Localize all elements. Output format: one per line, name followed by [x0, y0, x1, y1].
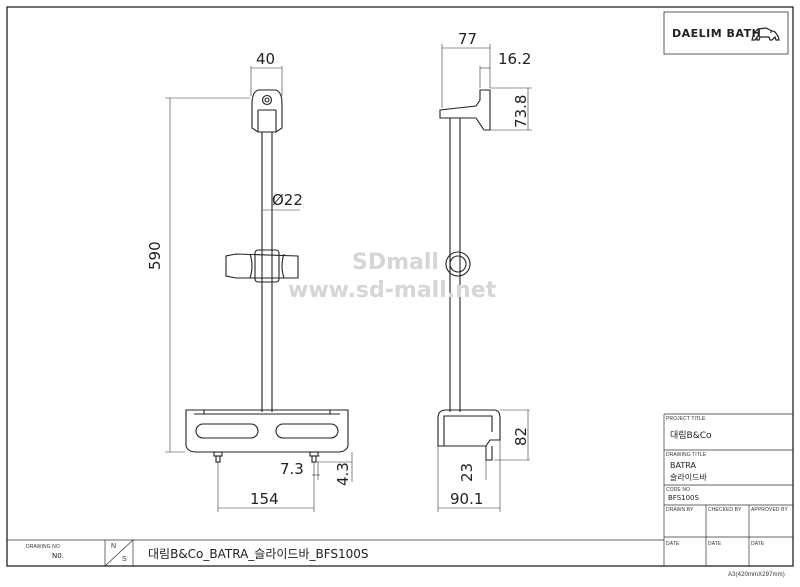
drawing-title-label: DRAWING TITLE — [666, 452, 707, 458]
dim-side-tray-depth: 90.1 — [450, 490, 484, 508]
dim-side-tray-lip: 23 — [458, 462, 476, 482]
dim-side-top-depth: 77 — [458, 30, 478, 48]
date-label-1: DATE — [666, 541, 680, 547]
drawn-by-label: DRAWN BY — [666, 507, 694, 513]
code-no-label: CODE NO — [666, 487, 691, 493]
bear-logo-icon — [751, 27, 780, 41]
project-title-label: PROJECT TITLE — [666, 416, 706, 422]
dim-side-bracket-thickness: 16.2 — [498, 50, 532, 68]
scale-s: S — [122, 556, 127, 563]
project-title-value: 대림B&Co — [670, 431, 712, 441]
front-view — [185, 89, 349, 463]
drawing-no-label: DRAWING NO — [26, 544, 60, 550]
drawing-title-line2: 슬라이드바 — [670, 473, 707, 482]
dim-front-screw-offset: 7.3 — [280, 460, 304, 478]
dim-front-tray-width: 154 — [250, 490, 279, 508]
drawing-title-line1: BATRA — [670, 461, 696, 470]
date-label-3: DATE — [751, 541, 765, 547]
date-label-2: DATE — [708, 541, 722, 547]
logo-box — [663, 11, 789, 55]
watermark-line1: SDmall — [352, 250, 439, 275]
paper-size: A3(420mmX297mm) — [728, 572, 785, 578]
approved-by-label: APPROVED BY — [751, 507, 788, 513]
scale-n: N — [111, 543, 117, 550]
brand-logo: DAELIM BATH — [672, 27, 762, 40]
front-dimension-lines — [165, 66, 353, 512]
dim-front-diameter: Ø22 — [272, 191, 303, 209]
side-view — [437, 89, 501, 461]
dim-front-height: 590 — [146, 241, 164, 270]
watermark-line2: www.sd-mall.net — [288, 278, 497, 303]
dim-side-bracket-height: 73.8 — [512, 94, 530, 128]
title-block-grid — [7, 413, 793, 567]
dim-side-tray-height: 82 — [512, 426, 530, 446]
drawing-no-value: N0. — [52, 552, 64, 560]
dim-front-top-width: 40 — [256, 50, 276, 68]
code-no-value: BFS100S — [668, 494, 699, 502]
sheet-border — [6, 6, 794, 567]
drawing-name: 대림B&Co_BATRA_슬라이드바_BFS100S — [148, 547, 369, 561]
checked-by-label: CHECKED BY — [708, 507, 742, 513]
side-dimension-lines — [437, 44, 532, 512]
dim-front-screw-height: 4.3 — [334, 462, 352, 486]
